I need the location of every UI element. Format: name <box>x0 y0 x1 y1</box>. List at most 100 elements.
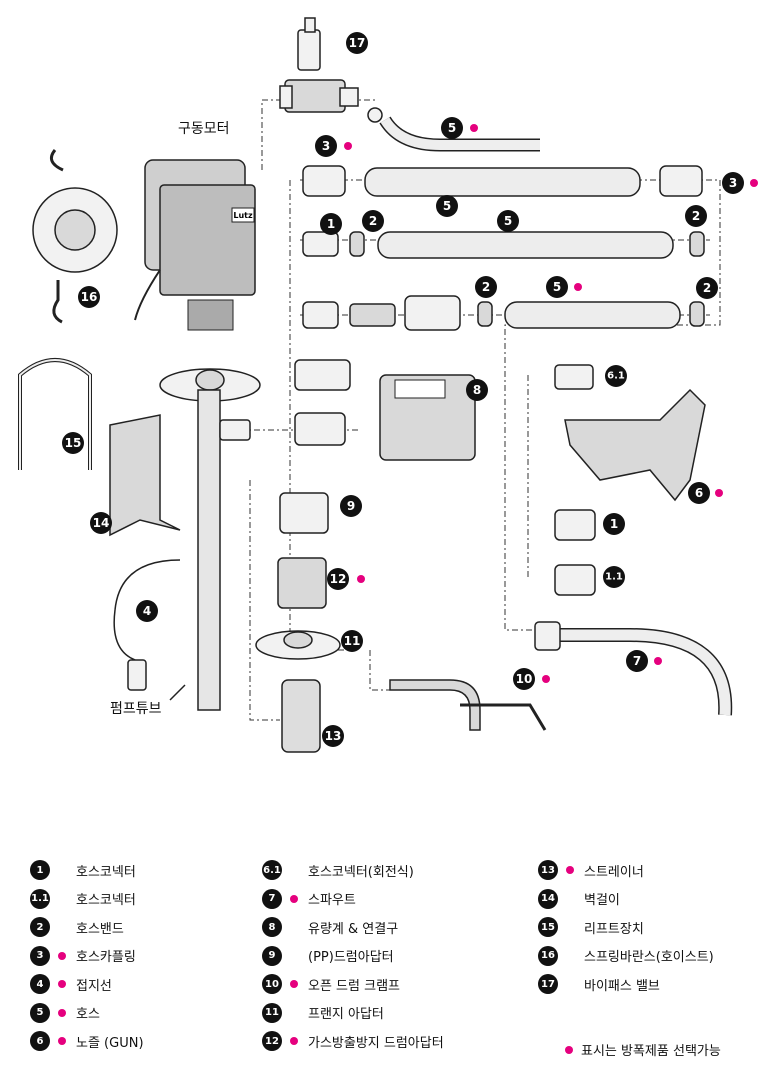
legend-text: 호스코넥터 <box>76 893 136 908</box>
drive-motor: Lutz <box>134 159 256 331</box>
svg-text:8: 8 <box>473 383 481 397</box>
pump-tube-arrow <box>169 684 186 701</box>
hose-row-1 <box>302 165 703 197</box>
legend-number: 7 <box>262 888 282 909</box>
callout-2: 2 <box>362 210 384 232</box>
legend-number: 3 <box>30 945 50 966</box>
spring-balancer <box>32 149 118 324</box>
legend-text: 리프트장치 <box>584 921 644 937</box>
callout-5: 5 <box>546 276 582 298</box>
legend-text: 호스코넥터 <box>76 864 136 880</box>
legend-number: 1.1 <box>30 888 50 909</box>
legend-number: 16 <box>538 945 558 966</box>
brand-label: Lutz <box>233 211 253 220</box>
svg-text:5: 5 <box>504 214 512 228</box>
legend-text: (PP)드럼아답터 <box>308 950 394 965</box>
callout-4: 4 <box>136 600 158 622</box>
motor-label: 구동모터 <box>178 121 230 137</box>
legend-number: 1 <box>30 860 50 880</box>
callout-16: 16 <box>78 286 100 308</box>
callout-9: 9 <box>340 495 362 517</box>
callout-13: 13 <box>322 725 344 747</box>
flow-meter <box>294 359 476 461</box>
svg-text:11: 11 <box>344 634 361 648</box>
legend-number: 5 <box>30 1002 50 1023</box>
callout-5: 5 <box>497 210 519 232</box>
callout-10: 10 <box>513 668 550 690</box>
explosion-proof-note: 표시는 방폭제품 선택가능 <box>565 1040 721 1059</box>
nozzle-gun <box>554 364 706 596</box>
callout-2: 2 <box>475 276 497 298</box>
callout-6-1: 6.1 <box>605 365 627 387</box>
strainer <box>281 679 321 753</box>
svg-text:14: 14 <box>93 516 110 530</box>
explosion-proof-dot <box>58 1008 66 1017</box>
legend-item: 9(PP)드럼아답터 <box>262 944 394 968</box>
legend-number: 6 <box>30 1031 50 1051</box>
accent-dot <box>565 1045 573 1054</box>
legend-item: 7 스파우트 <box>262 887 356 911</box>
svg-text:10: 10 <box>516 672 533 686</box>
legend-text: 벽걸이 <box>584 893 620 908</box>
pump-tube <box>159 368 261 711</box>
svg-text:1: 1 <box>610 517 618 531</box>
callout-7: 7 <box>626 650 662 672</box>
callout-1: 1 <box>603 513 625 535</box>
lift-device <box>18 358 92 470</box>
explosion-proof-dot <box>290 1037 298 1045</box>
svg-text:15: 15 <box>65 436 82 450</box>
svg-text:9: 9 <box>347 499 355 513</box>
svg-text:1.1: 1.1 <box>605 572 623 583</box>
svg-text:13: 13 <box>325 729 342 743</box>
legend-text: 노즐 (GUN) <box>76 1035 144 1051</box>
explosion-proof-dot <box>58 980 66 988</box>
note-text: 표시는 방폭제품 선택가능 <box>581 1044 721 1059</box>
legend-number: 6.1 <box>262 860 282 880</box>
callout-2: 2 <box>685 205 707 227</box>
drum-clamp <box>389 679 547 731</box>
callout-8: 8 <box>466 379 488 401</box>
svg-text:2: 2 <box>369 214 377 228</box>
svg-text:5: 5 <box>448 121 456 135</box>
legend-item: 6.1 호스코넥터(회전식) <box>262 858 414 882</box>
legend-number: 14 <box>538 888 558 909</box>
legend-text: 스파우트 <box>308 893 356 908</box>
callout-14: 14 <box>90 512 112 534</box>
legend-number: 12 <box>262 1031 282 1051</box>
callout-11: 11 <box>341 630 363 652</box>
hose-row-2 <box>302 231 705 259</box>
legend-text: 호스카플링 <box>76 950 136 965</box>
callout-6: 6 <box>688 482 723 504</box>
bypass-valve <box>279 17 359 113</box>
legend-item: 14 벽걸이 <box>538 887 620 911</box>
legend-text: 접지선 <box>76 978 112 994</box>
svg-text:2: 2 <box>692 209 700 223</box>
legend-text: 스트레이너 <box>584 864 644 880</box>
explosion-proof-dot <box>58 951 66 960</box>
explosion-proof-dot <box>290 894 298 903</box>
svg-text:16: 16 <box>81 290 98 304</box>
grounding-wire <box>113 559 181 691</box>
legend-number: 10 <box>262 974 282 994</box>
explosion-proof-dot <box>290 980 298 988</box>
svg-text:5: 5 <box>553 280 561 294</box>
legend-text: 오픈 드럼 크램프 <box>308 978 400 994</box>
legend-text: 호스코넥터(회전식) <box>308 864 414 880</box>
explosion-proof-dot <box>566 866 574 874</box>
svg-text:6.1: 6.1 <box>607 371 625 382</box>
svg-text:7: 7 <box>633 654 641 668</box>
legend-text: 가스방출방지 드럼아답터 <box>308 1035 444 1051</box>
legend-item: 6 노즐 (GUN) <box>30 1029 144 1053</box>
drum-adapters <box>255 492 341 660</box>
legend-item: 12 가스방출방지 드럼아답터 <box>262 1029 444 1053</box>
legend-item: 3 호스카플링 <box>30 944 136 968</box>
exploded-parts-diagram: Lutz <box>18 17 758 753</box>
